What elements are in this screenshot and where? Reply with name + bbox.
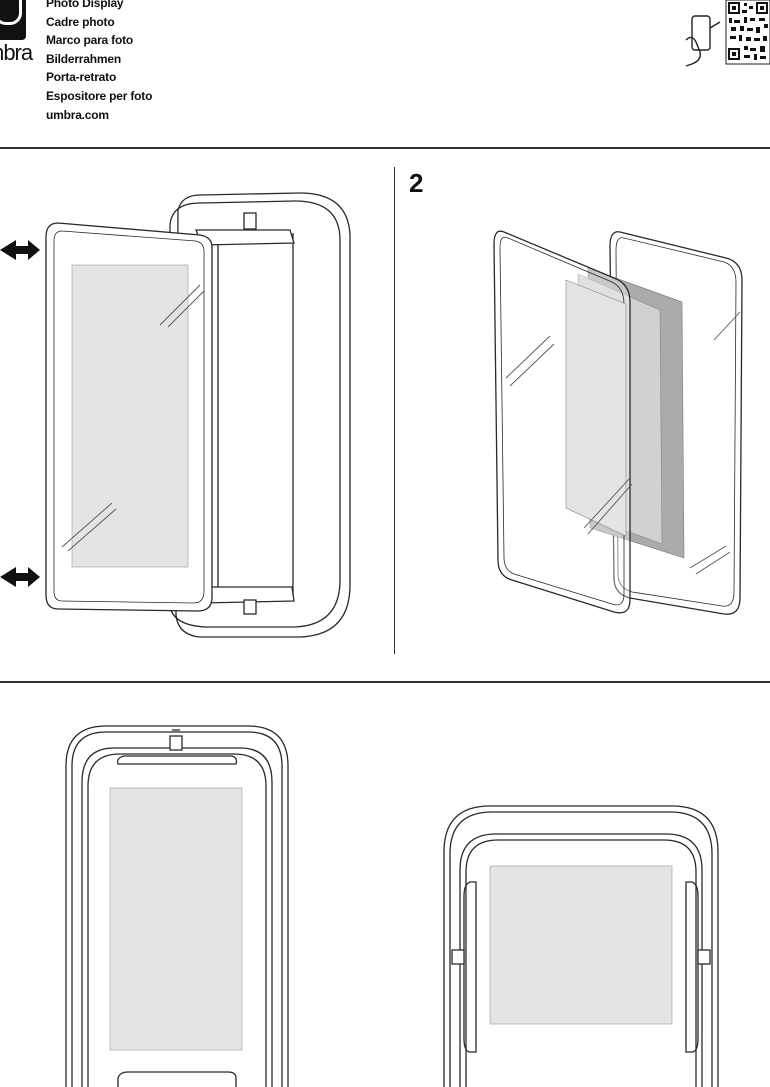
landscape-photo — [489, 865, 673, 1025]
portrait-photo — [109, 787, 243, 1051]
step-2-illustration — [493, 230, 743, 615]
title-french: Cadre photo — [46, 14, 115, 29]
arrow-bottom-icon — [0, 567, 40, 587]
portrait-frame-inner — [81, 747, 273, 1087]
qr-code-icon[interactable] — [684, 0, 770, 72]
title-portuguese: Porta-retrato — [46, 70, 117, 85]
landscape-frame-outer — [443, 805, 719, 1087]
umbra-logo: mbra — [0, 0, 38, 70]
umbra-logo-wordmark: mbra — [0, 40, 33, 65]
top-knob — [243, 212, 257, 230]
umbra-logo-mark — [0, 0, 26, 40]
step-1-illustration — [0, 192, 351, 638]
landscape-frame-illustration — [443, 805, 719, 1087]
portrait-top-knob — [169, 735, 183, 751]
landscape-left-knob — [451, 949, 465, 965]
steps-vertical-divider — [394, 167, 396, 654]
landscape-right-slot — [685, 881, 699, 1053]
qr-code — [725, 0, 770, 65]
photo-insert — [71, 264, 189, 568]
arrow-top-icon — [0, 240, 40, 260]
phone-scan-icon — [685, 15, 721, 67]
landscape-right-knob — [697, 949, 711, 965]
title-italian: Espositore per foto — [46, 88, 153, 103]
frame-shell-inner — [169, 200, 341, 628]
header-divider — [0, 147, 770, 149]
product-title-list: Photo Display Cadre photo Marco para fot… — [46, 0, 152, 124]
step-2-number: 2 — [409, 168, 424, 198]
portrait-top-slot — [116, 755, 238, 765]
middle-divider — [0, 681, 770, 683]
landscape-frame-inner — [459, 833, 703, 1087]
title-german: Bilderrahmen — [46, 51, 121, 66]
title-english: Photo Display — [46, 0, 124, 10]
website-link[interactable]: umbra.com — [46, 107, 109, 122]
glass-panel — [45, 222, 213, 612]
landscape-left-slot — [463, 881, 477, 1053]
frame-shell-outer — [175, 192, 351, 638]
bottom-knob — [243, 599, 257, 615]
title-spanish: Marco para foto — [46, 33, 134, 48]
portrait-frame-illustration — [65, 725, 289, 1087]
portrait-frame-outer — [65, 725, 289, 1087]
front-photo — [565, 279, 627, 537]
portrait-bottom-slot — [117, 1071, 237, 1087]
